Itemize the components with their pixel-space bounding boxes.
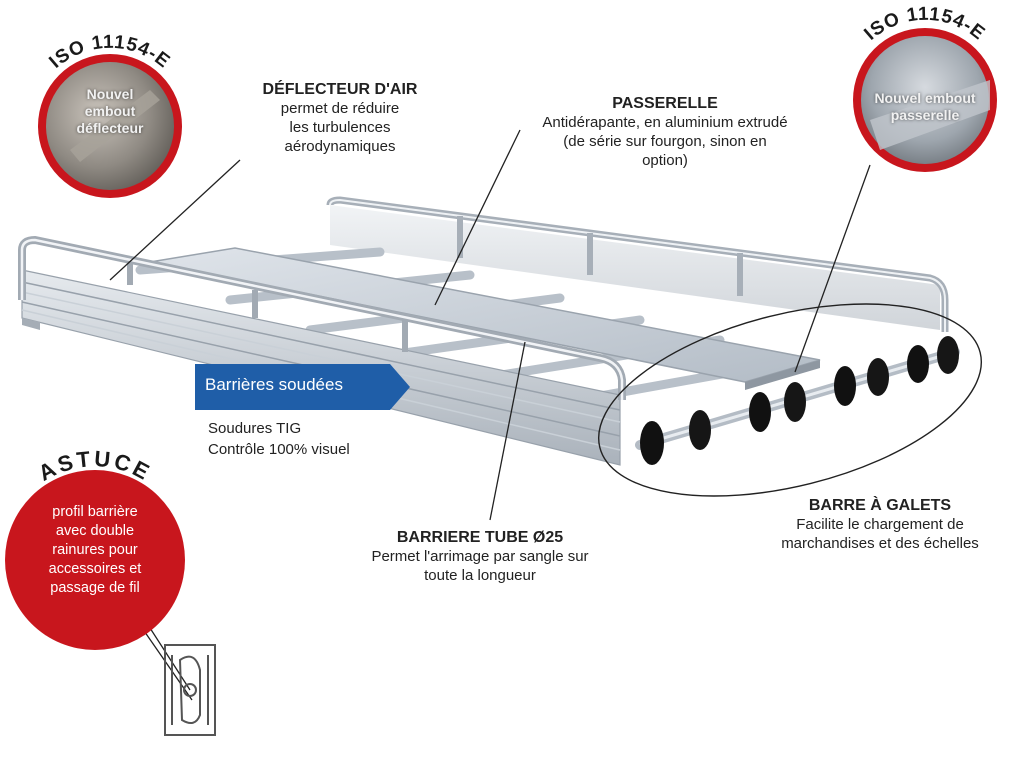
barriere-tube-title: BARRIERE TUBE Ø25 [396,529,564,546]
passerelle-title: PASSERELLE [612,95,718,112]
barrieres-soudees-details: Soudures TIG Contrôle 100% visuel [208,418,350,460]
astuce-badge [5,470,185,650]
barre-galets-line: marchandises et des échelles [781,535,979,552]
astuce-line: avec double [55,523,135,539]
circle-right-caption: Nouvel embout passerelle [874,90,976,123]
barriere-tube-line: toute la longueur [424,567,536,584]
barrieres-soudees-line: Contrôle 100% visuel [208,441,350,458]
walkway-edge [745,360,820,390]
barrieres-soudees-line: Soudures TIG [208,420,302,437]
deflecteur-line: permet de réduire [280,100,400,117]
deflecteur-title: DÉFLECTEUR D'AIR [262,81,418,98]
barrieres-soudees-banner [195,364,410,410]
barriere-tube-line: Permet l'arrimage par sangle sur [371,548,589,565]
iso-badge-left [38,54,182,198]
barrieres-soudees-banner-text: Barrières soudées [205,375,343,394]
profile-cross-section-icon [164,644,216,736]
barre-galets-line: Facilite le chargement de [796,516,964,533]
iso-badge-right [853,28,997,172]
roller-highlight-ellipse [597,303,983,497]
leader-lines [109,129,871,701]
front-tube-barrier [18,235,626,400]
passerelle-line: (de série sur fourgon, sinon en [563,133,767,150]
astuce-line: passage de fil [50,580,140,596]
circle-left-caption: Nouvel embout déflecteur [76,86,144,136]
passerelle-line: option) [642,152,688,169]
deflecteur-label: DÉFLECTEUR D'AIR permet de réduire les t… [240,80,440,156]
barre-galets-label: BARRE À GALETS Facilite le chargement de… [745,496,1015,553]
astuce-text: profil barrière avec double rainures pou… [20,503,170,598]
barriere-tube-label: BARRIERE TUBE Ø25 Permet l'arrimage par … [330,528,630,585]
back-side-rail [326,196,949,332]
barre-galets-title: BARRE À GALETS [808,497,952,514]
astuce-line: rainures pour [52,542,138,558]
passerelle-label: PASSERELLE Antidérapante, en aluminium e… [510,94,820,170]
deflecteur-line: aérodynamiques [284,138,396,155]
astuce-line: profil barrière [52,504,138,520]
deflecteur-line: les turbulences [289,119,391,136]
passerelle-line: Antidérapante, en aluminium extrudé [542,114,788,131]
astuce-line: accessoires et [48,561,142,577]
roller-bar [635,336,960,465]
